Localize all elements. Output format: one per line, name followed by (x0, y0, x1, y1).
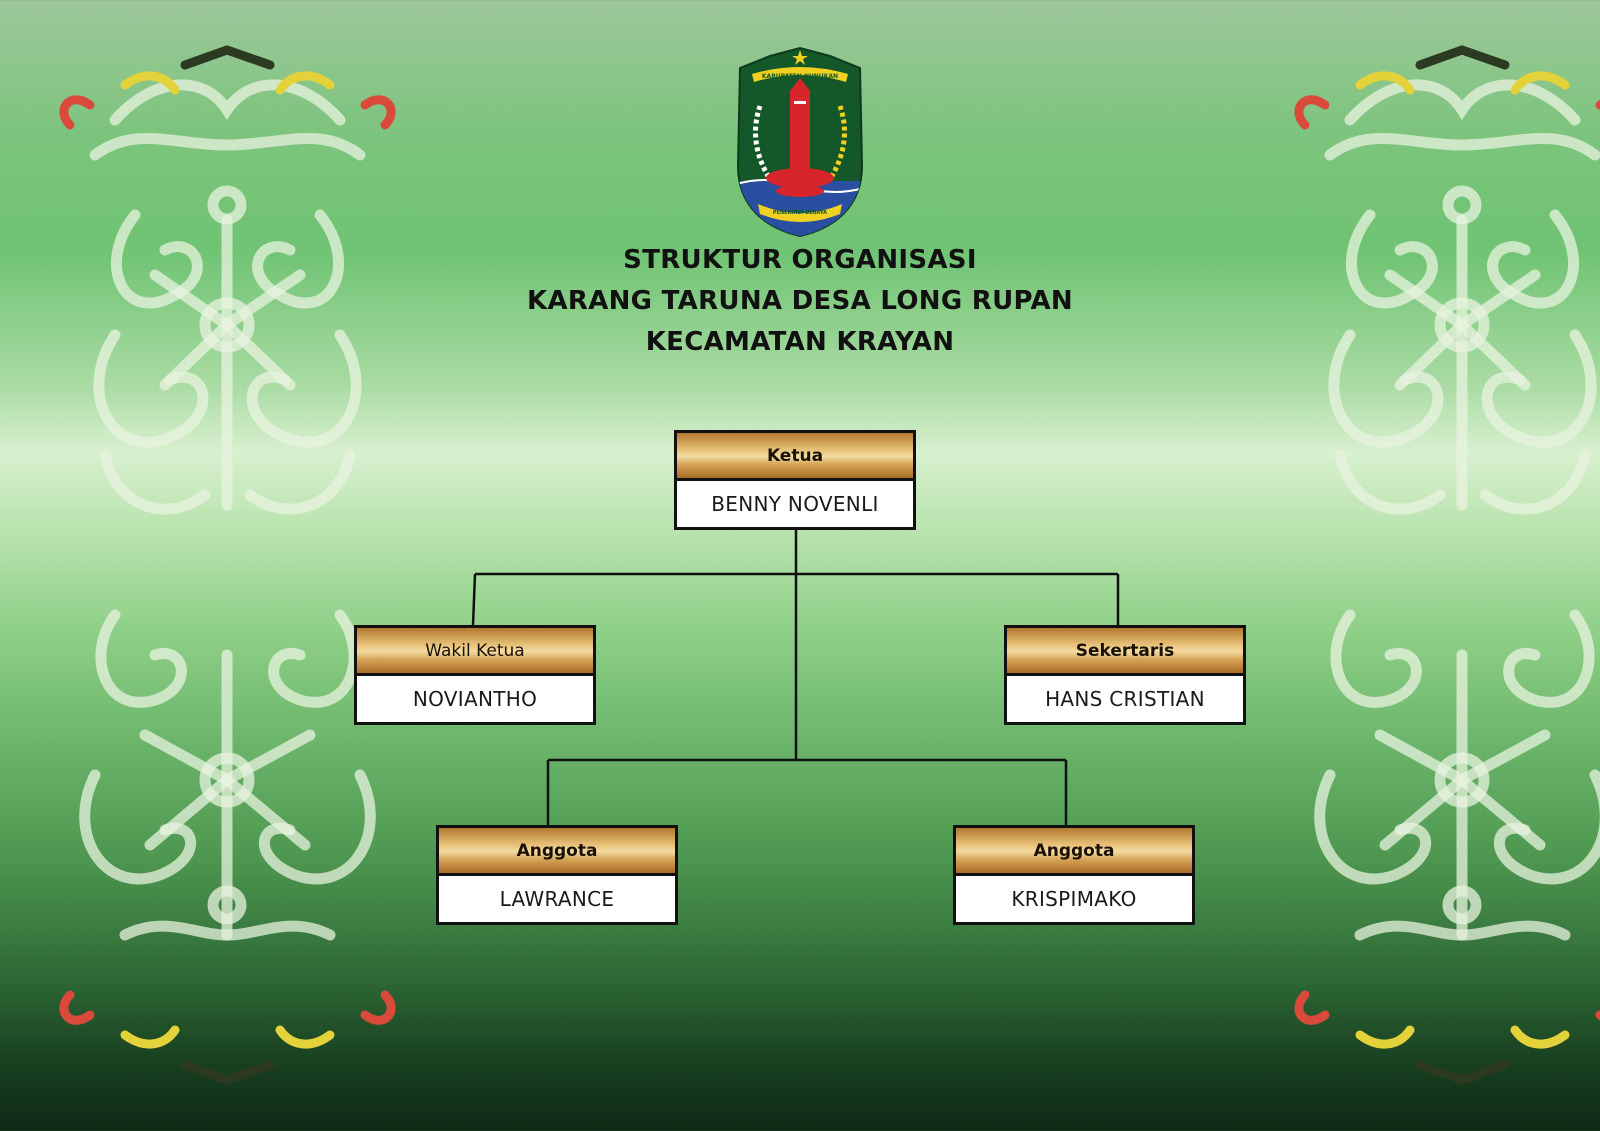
emblem-shield-icon: KABUPATEN NUNUKAN PENEKINDI DEBAYA (736, 46, 864, 238)
left-dayak-ornament (55, 35, 400, 1095)
title-line-3: KECAMATAN KRAYAN (645, 327, 955, 357)
role-header: Anggota (956, 828, 1192, 876)
member-name: HANS CRISTIAN (1045, 687, 1205, 711)
member-name: BENNY NOVENLI (711, 492, 879, 516)
ornament-pattern-icon (59, 45, 396, 1085)
role-header: Wakil Ketua (357, 628, 593, 676)
connector-wakil (471, 573, 477, 626)
title-line-2: KARANG TARUNA DESA LONG RUPAN (527, 286, 1073, 316)
kabupaten-nunukan-emblem: KABUPATEN NUNUKAN PENEKINDI DEBAYA (730, 46, 870, 238)
svg-text:KABUPATEN NUNUKAN: KABUPATEN NUNUKAN (762, 73, 838, 80)
org-box-ketua: Ketua BENNY NOVENLI (674, 430, 916, 530)
right-dayak-ornament (1290, 35, 1600, 1095)
svg-text:PENEKINDI DEBAYA: PENEKINDI DEBAYA (773, 210, 827, 216)
member-name: NOVIANTHO (412, 687, 538, 711)
org-box-sekertaris: Sekertaris HANS CRISTIAN (1004, 625, 1246, 725)
role-header: Anggota (439, 828, 675, 876)
title-line-1: STRUKTUR ORGANISASI (623, 245, 977, 275)
org-box-wakil-ketua: Wakil Ketua NOVIANTHO (354, 625, 596, 725)
ornament-pattern-icon (1294, 45, 1600, 1085)
member-name: KRISPIMAKO (1011, 887, 1137, 911)
page-title: STRUKTUR ORGANISASI KARANG TARUNA DESA L… (400, 240, 1200, 363)
role-header: Sekertaris (1007, 628, 1243, 676)
org-box-anggota-2: Anggota KRISPIMAKO (953, 825, 1195, 925)
role-header: Ketua (677, 433, 913, 481)
member-name: LAWRANCE (499, 887, 615, 911)
org-box-anggota-1: Anggota LAWRANCE (436, 825, 678, 925)
